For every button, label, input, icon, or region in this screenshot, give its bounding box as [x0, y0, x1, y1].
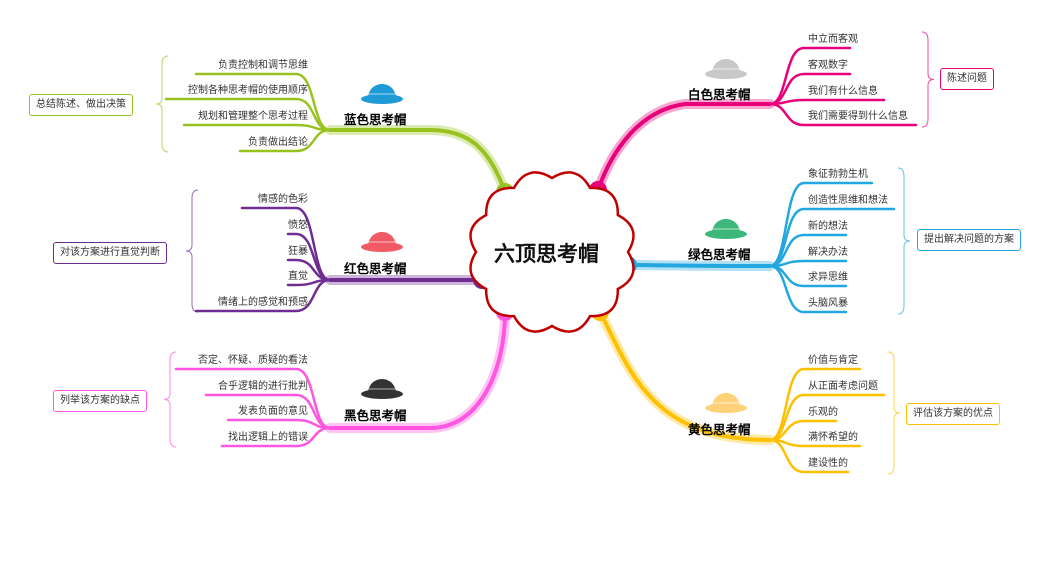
blue-item-2[interactable]: 控制各种思考帽的使用顺序 — [188, 85, 308, 96]
white-item-2[interactable]: 客观数字 — [808, 60, 848, 71]
yellow-item-4[interactable]: 满怀希望的 — [808, 432, 858, 443]
central-topic-title[interactable]: 六顶思考帽 — [494, 242, 599, 266]
black-item-1[interactable]: 否定、怀疑、质疑的看法 — [198, 355, 308, 366]
green-summary-brace — [897, 167, 911, 315]
white-item-3[interactable]: 我们有什么信息 — [808, 86, 878, 97]
green-hat-label[interactable]: 绿色思考帽 — [688, 247, 751, 262]
red-item-5[interactable]: 情绪上的感觉和预感 — [218, 297, 308, 308]
white-sub-branch-4 — [768, 102, 918, 127]
yellow-hat-label[interactable]: 黄色思考帽 — [688, 422, 751, 437]
white-summary-brace — [921, 31, 935, 128]
red-sub-branch-5 — [194, 278, 332, 313]
red-hat-icon — [368, 232, 396, 247]
blue-hat-icon — [368, 84, 396, 99]
black-hat-label[interactable]: 黑色思考帽 — [344, 408, 407, 423]
blue-sub-branch-3 — [182, 123, 332, 132]
blue-item-3[interactable]: 规划和管理整个思考过程 — [198, 111, 308, 122]
black-hat-icon — [368, 379, 396, 394]
red-item-1[interactable]: 情感的色彩 — [258, 194, 308, 205]
white-item-4[interactable]: 我们需要得到什么信息 — [808, 111, 908, 122]
green-summary[interactable]: 提出解决问题的方案 — [917, 229, 1021, 251]
black-sub-branch-4 — [220, 426, 332, 448]
green-hat-icon — [712, 219, 740, 234]
blue-sub-branch-4 — [238, 128, 332, 153]
black-summary-brace — [163, 351, 177, 448]
white-item-1[interactable]: 中立而客观 — [808, 34, 858, 45]
yellow-sub-branch-5 — [768, 438, 850, 474]
red-hat-label[interactable]: 红色思考帽 — [344, 261, 407, 276]
white-summary[interactable]: 陈述问题 — [940, 68, 994, 90]
green-item-3[interactable]: 新的想法 — [808, 221, 848, 232]
yellow-summary[interactable]: 评估该方案的优点 — [906, 403, 1000, 425]
red-item-2[interactable]: 愤怒 — [288, 220, 308, 231]
yellow-item-3[interactable]: 乐观的 — [808, 407, 838, 418]
central-topic-cloud — [469, 171, 635, 333]
black-item-4[interactable]: 找出逻辑上的错误 — [228, 432, 308, 443]
red-summary-brace — [185, 189, 199, 313]
yellow-item-5[interactable]: 建设性的 — [808, 458, 848, 469]
yellow-item-2[interactable]: 从正面考虑问题 — [808, 381, 878, 392]
blue-branch-glow — [325, 125, 510, 197]
black-branch — [328, 310, 507, 430]
green-item-5[interactable]: 求异思维 — [808, 272, 848, 283]
red-item-3[interactable]: 狂暴 — [288, 246, 308, 257]
green-item-1[interactable]: 象征勃勃生机 — [808, 169, 868, 180]
green-sub-branch-6 — [768, 264, 848, 314]
green-sub-branch-4 — [768, 259, 848, 268]
green-item-6[interactable]: 头脑风暴 — [808, 298, 848, 309]
black-sub-branch-3 — [226, 418, 332, 430]
black-summary[interactable]: 列举该方案的缺点 — [53, 390, 147, 412]
yellow-branch — [598, 310, 772, 442]
white-sub-branch-3 — [768, 98, 886, 106]
blue-item-1[interactable]: 负责控制和调节思维 — [218, 60, 308, 71]
blue-hat-label[interactable]: 蓝色思考帽 — [344, 112, 407, 127]
yellow-item-1[interactable]: 价值与肯定 — [808, 355, 858, 366]
green-branch — [626, 263, 772, 268]
yellow-summary-brace — [887, 351, 901, 475]
black-item-3[interactable]: 发表负面的意见 — [238, 406, 308, 417]
green-item-2[interactable]: 创造性思维和想法 — [808, 195, 888, 206]
red-sub-branch-1 — [240, 206, 332, 282]
red-item-4[interactable]: 直觉 — [288, 271, 308, 282]
blue-item-4[interactable]: 负责做出结论 — [248, 137, 308, 148]
white-branch — [596, 102, 772, 192]
blue-branch — [328, 128, 507, 194]
blue-summary[interactable]: 总结陈述、做出决策 — [29, 94, 133, 116]
yellow-hat-icon — [712, 393, 740, 408]
blue-summary-brace — [155, 55, 169, 153]
white-branch-glow — [593, 99, 775, 195]
green-item-4[interactable]: 解决办法 — [808, 247, 848, 258]
black-item-2[interactable]: 合乎逻辑的进行批判 — [218, 381, 308, 392]
red-summary[interactable]: 对该方案进行直觉判断 — [53, 242, 167, 264]
white-hat-label[interactable]: 白色思考帽 — [688, 87, 751, 102]
white-hat-icon — [712, 59, 740, 74]
